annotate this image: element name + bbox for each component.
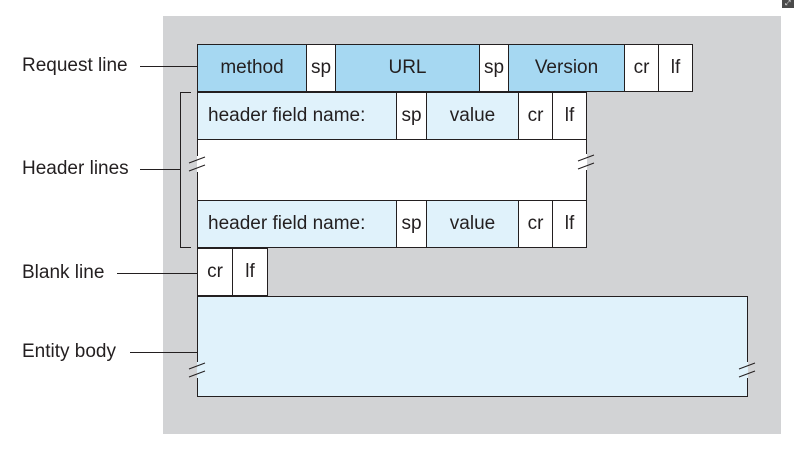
request-line-label: Request line	[22, 55, 128, 76]
blank-line-label: Blank line	[22, 262, 105, 283]
break-mark-body-left	[188, 362, 206, 378]
request-sp-cell-1: sp	[306, 44, 336, 92]
header-field-name-cell-2: header field name:	[197, 200, 397, 248]
header-value-cell-2: value	[426, 200, 519, 248]
url-cell: URL	[335, 44, 480, 92]
header-lines-label: Header lines	[22, 158, 129, 179]
header-sp-cell-2: sp	[396, 200, 427, 248]
header-cr-cell-1: cr	[518, 92, 553, 140]
break-mark-header-left	[188, 156, 206, 172]
header-field-name-cell-1: header field name:	[197, 92, 397, 140]
request-lf-cell: lf	[658, 44, 693, 92]
break-mark-body-right	[738, 362, 756, 378]
header-lf-cell-1: lf	[552, 92, 587, 140]
request-sp-cell-2: sp	[479, 44, 509, 92]
break-mark-header-right	[577, 154, 595, 170]
entity-body-box	[197, 296, 748, 397]
method-cell: method	[197, 44, 307, 92]
entity-body-label: Entity body	[22, 341, 116, 362]
header-gap-region	[197, 139, 587, 201]
blank-lf-cell: lf	[232, 248, 268, 296]
request-cr-cell: cr	[624, 44, 659, 92]
expand-icon[interactable]: ⤢	[782, 0, 794, 8]
header-lf-cell-2: lf	[552, 200, 587, 248]
version-cell: Version	[508, 44, 625, 92]
